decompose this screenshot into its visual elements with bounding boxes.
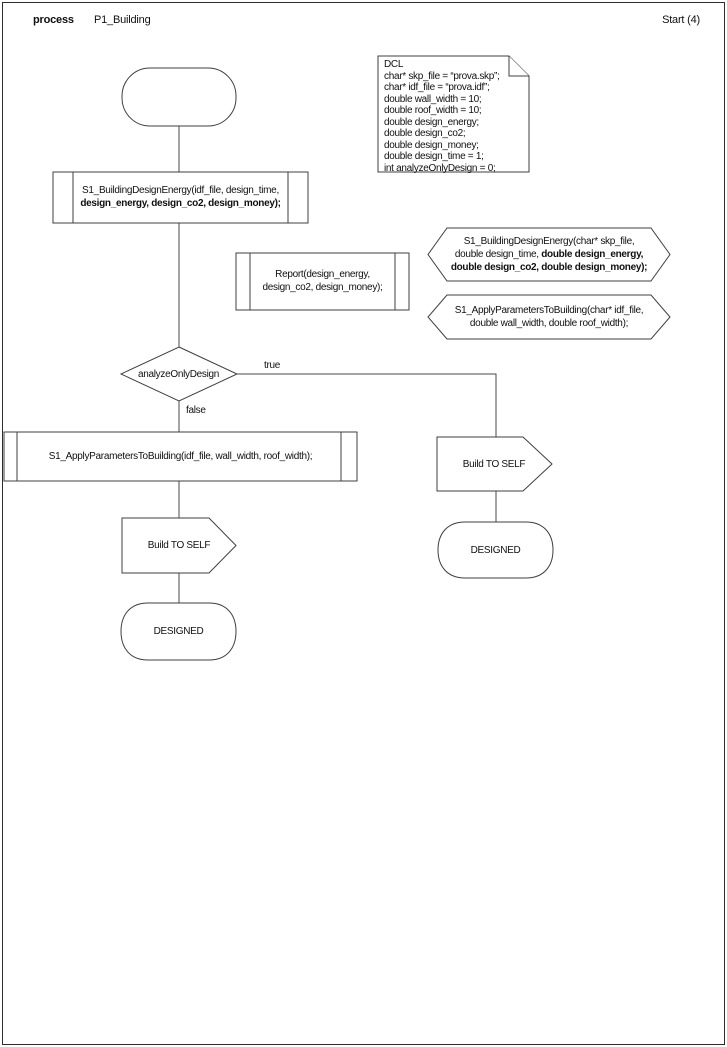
process-title: P1_Building	[94, 14, 151, 26]
state-left-label: DESIGNED	[153, 626, 204, 637]
call-apply-parameters-label: S1_ApplyParametersToBuilding(idf_file, w…	[48, 451, 313, 462]
state-symbol-right[interactable]	[438, 522, 553, 578]
decision-condition-label: analyzeOnlyDesign	[137, 369, 220, 380]
false-branch-label: false	[186, 405, 206, 416]
decision-symbol[interactable]	[121, 347, 237, 401]
procedure-declaration-design-energy[interactable]	[428, 228, 670, 281]
declaration-box[interactable]	[378, 56, 529, 172]
call-symbol-design-energy[interactable]	[53, 172, 308, 223]
state-right-label: DESIGNED	[470, 545, 521, 556]
state-symbol-left[interactable]	[121, 603, 236, 660]
page-indicator: Start (4)	[662, 14, 700, 26]
output-symbol-left[interactable]	[122, 518, 236, 573]
procedure-declaration-apply-parameters[interactable]	[428, 295, 670, 339]
true-branch-label: true	[264, 360, 281, 371]
call-report-label: Report(design_energy, design_co2, design…	[262, 269, 383, 293]
procedure-declaration-apply-parameters-label: S1_ApplyParametersToBuilding(char* idf_f…	[454, 305, 644, 329]
start-symbol[interactable]	[122, 68, 236, 126]
procedure-declaration-design-energy-label: S1_BuildingDesignEnergy(char* skp_file, …	[450, 236, 648, 273]
process-type-label: process	[33, 14, 74, 26]
call-design-energy-label: S1_BuildingDesignEnergy(idf_file, design…	[80, 185, 281, 209]
output-symbol-right[interactable]	[437, 437, 552, 491]
call-symbol-report[interactable]	[236, 253, 409, 310]
call-symbol-apply-parameters[interactable]	[4, 432, 357, 481]
output-right-label: Build TO SELF	[462, 459, 526, 470]
output-left-label: Build TO SELF	[147, 540, 211, 551]
declaration-box-text: DCL char* skp_file = “prova.skp”; char* …	[384, 59, 500, 174]
connector-true-branch	[237, 374, 496, 437]
